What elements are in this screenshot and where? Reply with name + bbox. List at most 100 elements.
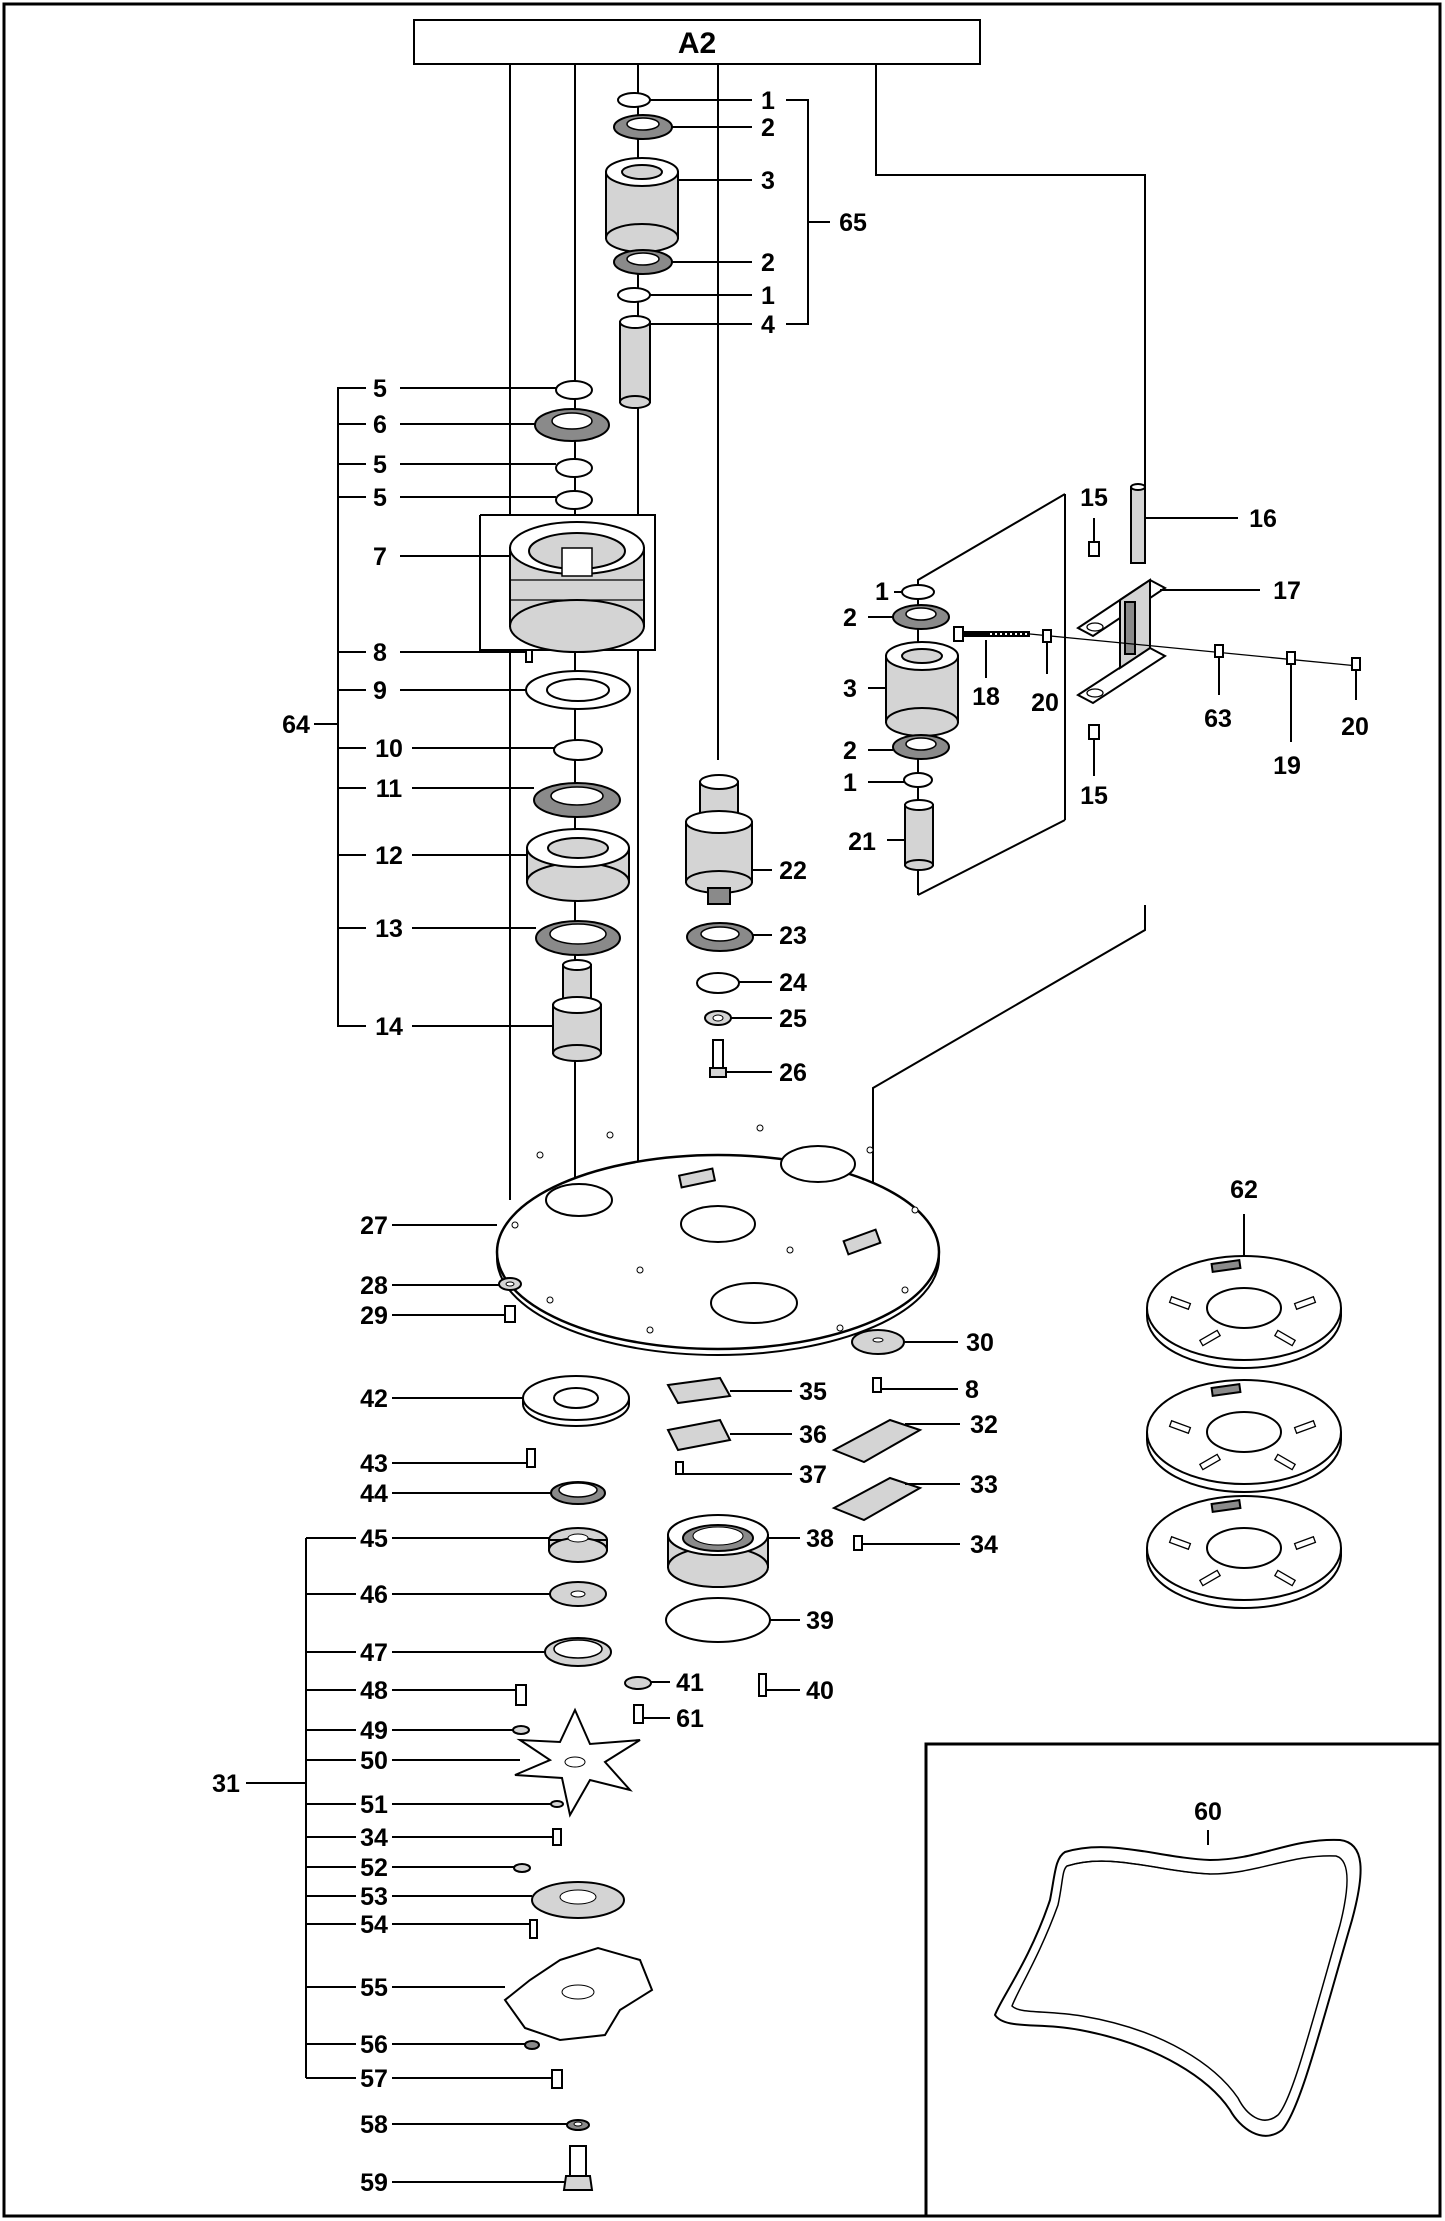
callout-5a: 5 — [373, 375, 387, 403]
callout-40: 40 — [806, 1677, 834, 1705]
ring-47 — [544, 1637, 612, 1667]
callout-19: 19 — [1273, 752, 1301, 780]
callout-48: 48 — [360, 1677, 388, 1705]
washer-51 — [550, 1800, 564, 1808]
callout-59: 59 — [360, 2169, 388, 2197]
header-code: A2 — [678, 27, 716, 60]
callout-64: 64 — [282, 711, 310, 739]
callout-31: 31 — [212, 1770, 240, 1798]
callout-23: 23 — [779, 922, 807, 950]
callout-43: 43 — [360, 1450, 388, 1478]
callout-10: 10 — [375, 735, 403, 763]
header-box: A2 — [413, 19, 981, 65]
screw-29 — [504, 1305, 516, 1323]
spindle-housing-22 — [685, 774, 753, 905]
callout-49: 49 — [360, 1717, 388, 1745]
center-spindle — [685, 774, 754, 1078]
screw-43 — [526, 1448, 536, 1468]
callout-37: 37 — [799, 1461, 827, 1489]
screw-37 — [675, 1461, 684, 1475]
bearing-housing-12 — [526, 828, 630, 902]
circlip-24 — [696, 972, 740, 994]
callout-54: 54 — [360, 1911, 388, 1939]
circlip-1c — [901, 584, 935, 600]
plate-46 — [549, 1581, 607, 1607]
callout-1c: 1 — [875, 578, 889, 606]
callout-8a: 8 — [373, 639, 387, 667]
washer-41 — [624, 1676, 652, 1690]
plate-33 — [831, 1476, 923, 1522]
circlip-10 — [553, 739, 603, 761]
nut-63 — [1214, 644, 1224, 658]
callout-30: 30 — [966, 1329, 994, 1357]
bolt-59 — [562, 2145, 594, 2191]
callout-5c: 5 — [373, 484, 387, 512]
pad-3 — [1146, 1495, 1342, 1609]
lower-left-parts — [498, 1277, 630, 1505]
callout-51: 51 — [360, 1791, 388, 1819]
callout-1a: 1 — [761, 87, 775, 115]
callout-8b: 8 — [965, 1376, 979, 1404]
callout-46: 46 — [360, 1581, 388, 1609]
plate-35 — [666, 1376, 732, 1405]
pad-2 — [1146, 1379, 1342, 1493]
callout-34b: 34 — [360, 1824, 388, 1852]
callout-42: 42 — [360, 1385, 388, 1413]
callout-36: 36 — [799, 1421, 827, 1449]
lower-middle-parts — [624, 1329, 923, 1724]
callout-1d: 1 — [843, 769, 857, 797]
grinding-pads-62 — [1146, 1255, 1342, 1609]
hub-stack — [503, 1527, 654, 2191]
bolt-18 — [953, 626, 1030, 642]
callout-53: 53 — [360, 1883, 388, 1911]
callout-25: 25 — [779, 1005, 807, 1033]
callout-35: 35 — [799, 1378, 827, 1406]
callout-44: 44 — [360, 1480, 388, 1508]
callout-60: 60 — [1194, 1798, 1222, 1826]
callout-22: 22 — [779, 857, 807, 885]
callout-2b: 2 — [761, 249, 775, 277]
circlip-5a — [555, 380, 593, 400]
screw-15a — [1088, 541, 1100, 557]
nut-20a — [1042, 629, 1052, 643]
callout-4: 4 — [761, 311, 775, 339]
cover-39 — [665, 1597, 771, 1643]
callout-21: 21 — [848, 828, 876, 856]
callout-34a: 34 — [970, 1531, 998, 1559]
nut-20b — [1351, 657, 1361, 671]
callout-32: 32 — [970, 1411, 998, 1439]
belt-inset — [924, 1742, 1442, 2218]
callout-24: 24 — [779, 969, 807, 997]
plate-36 — [666, 1418, 732, 1452]
screw-34a — [853, 1535, 863, 1551]
leader-lines — [246, 99, 1357, 2183]
drive-belt-60 — [993, 1838, 1362, 2137]
pad-1 — [1146, 1255, 1342, 1369]
washer-25 — [704, 1010, 732, 1026]
callout-15b: 15 — [1080, 782, 1108, 810]
callout-62: 62 — [1230, 1176, 1258, 1204]
callout-labels: 1 2 3 2 1 4 65 5 6 5 5 7 8 9 64 10 11 12… — [212, 87, 1369, 2197]
callout-9: 9 — [373, 677, 387, 705]
pin-16 — [1130, 483, 1146, 564]
callout-65: 65 — [839, 209, 867, 237]
plate-32 — [831, 1418, 923, 1464]
callout-17: 17 — [1273, 577, 1301, 605]
screw-48 — [515, 1684, 527, 1706]
callout-15a: 15 — [1080, 484, 1108, 512]
screw-8b — [872, 1377, 882, 1393]
callout-18: 18 — [972, 683, 1000, 711]
star-plate-50 — [514, 1707, 641, 1818]
callout-1b: 1 — [761, 282, 775, 310]
callout-29: 29 — [360, 1302, 388, 1330]
callout-38: 38 — [806, 1525, 834, 1553]
washer-49 — [512, 1725, 530, 1735]
washer-58 — [566, 2119, 590, 2131]
shaft-14 — [552, 959, 602, 1062]
callout-47: 47 — [360, 1639, 388, 1667]
screw-8a — [525, 649, 533, 663]
bearing-23 — [686, 922, 754, 952]
callout-56: 56 — [360, 2031, 388, 2059]
